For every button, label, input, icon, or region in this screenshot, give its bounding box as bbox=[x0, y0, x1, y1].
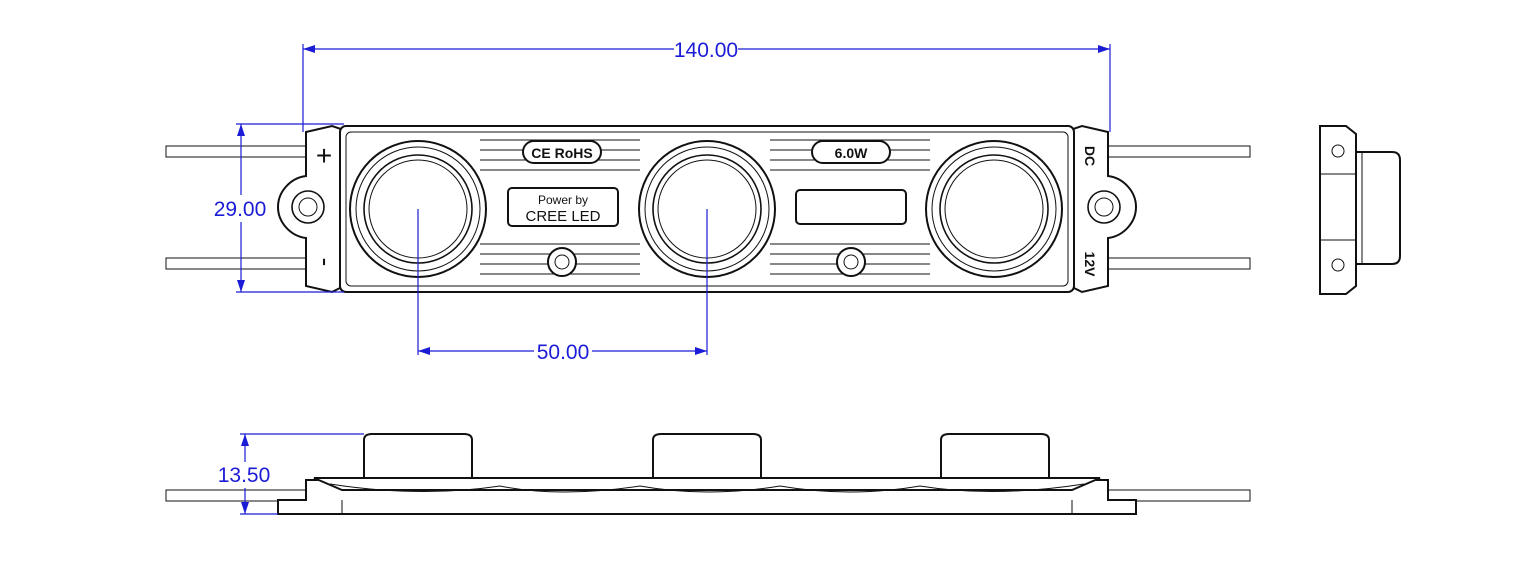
brand-line1: Power by bbox=[538, 193, 588, 207]
negative-terminal-mark: - bbox=[311, 258, 341, 267]
current-type-label: DC bbox=[1082, 146, 1098, 166]
dimension-lens-pitch: 50.00 bbox=[417, 209, 708, 364]
brand-line2: CREE LED bbox=[525, 208, 600, 225]
dimension-length: 140.00 bbox=[302, 39, 1111, 132]
dimension-lens-pitch-value: 50.00 bbox=[537, 341, 590, 364]
dimension-length-value: 140.00 bbox=[674, 39, 738, 62]
brand-plate bbox=[507, 187, 619, 227]
dimension-width: 29.00 bbox=[214, 123, 344, 293]
certification-plate bbox=[522, 140, 602, 164]
certification-label: CE RoHS bbox=[531, 145, 592, 161]
front-lens-center bbox=[652, 433, 762, 479]
left-mounting-ear bbox=[276, 124, 345, 294]
dimension-width-value: 29.00 bbox=[214, 198, 267, 221]
positive-terminal-mark: + bbox=[316, 140, 332, 171]
end-view bbox=[1319, 125, 1401, 295]
power-plate bbox=[811, 140, 891, 164]
dimension-height: 13.50 bbox=[218, 433, 364, 515]
right-mounting-ear bbox=[1069, 124, 1138, 294]
left-screw-hole bbox=[291, 190, 325, 224]
power-label: 6.0W bbox=[835, 145, 868, 161]
housing-screw-right bbox=[836, 247, 866, 277]
right-screw-hole bbox=[1087, 190, 1121, 224]
front-lens-left bbox=[363, 433, 473, 479]
dimension-height-value: 13.50 bbox=[218, 464, 271, 487]
housing-screw-left bbox=[547, 247, 577, 277]
lens-right bbox=[925, 140, 1063, 278]
blank-plate bbox=[795, 189, 907, 225]
voltage-label: 12V bbox=[1082, 252, 1098, 278]
top-view: CE RoHS 6.0W Power by CREE LED + - DC 12… bbox=[165, 124, 1251, 294]
front-lens-right bbox=[940, 433, 1050, 479]
front-view bbox=[165, 433, 1251, 515]
